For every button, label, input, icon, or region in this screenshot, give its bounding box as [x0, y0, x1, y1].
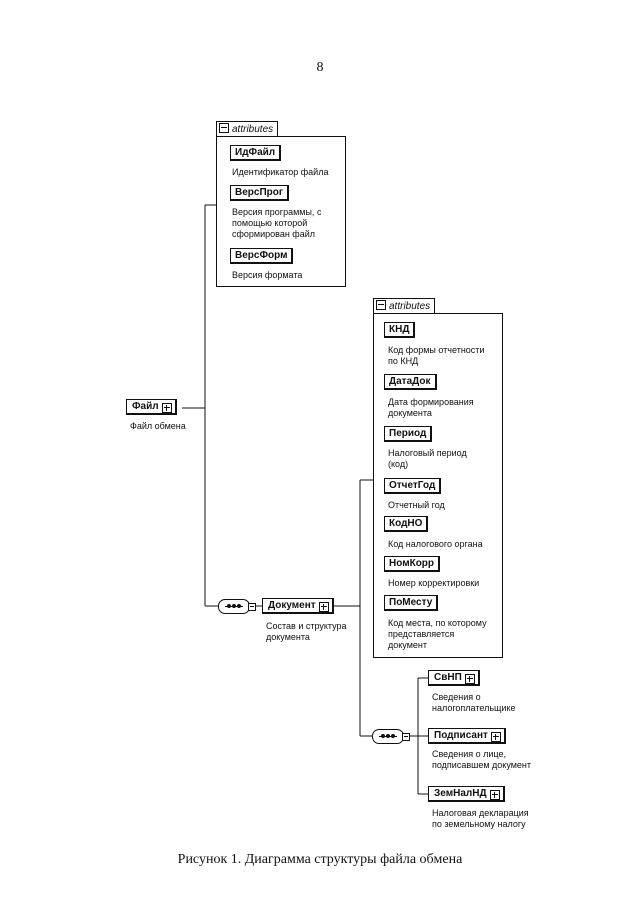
attr-pomestu-desc: Код места, по которому представляется до…: [388, 618, 487, 650]
document-attributes-tab[interactable]: attributes: [373, 298, 436, 313]
attr-versform[interactable]: ВерсФорм: [230, 248, 294, 264]
attr-pomestu[interactable]: ПоМесту: [384, 595, 439, 611]
expand-icon[interactable]: [490, 732, 501, 742]
attr-kodno-desc: Код налогового органа: [388, 539, 483, 549]
figure-caption: Рисунок 1. Диаграмма структуры файла обм…: [177, 852, 463, 867]
attr-knd[interactable]: КНД: [384, 322, 416, 338]
element-svnp[interactable]: СвНП: [428, 670, 480, 686]
attributes-label: attributes: [232, 124, 274, 135]
attr-versprog-desc: Версия программы, с помощью которой сфор…: [232, 207, 322, 239]
element-zemnalnd[interactable]: ЗемНалНД: [428, 786, 505, 802]
file-attributes-tab[interactable]: attributes: [216, 121, 279, 136]
document-attributes-box: КНД Код формы отчетности по КНД ДатаДок …: [373, 313, 503, 658]
page-number: 8: [316, 60, 324, 75]
attr-idfile[interactable]: ИдФайл: [230, 145, 282, 161]
element-svnp-desc: Сведения о налогоплательщике: [432, 692, 516, 713]
attr-otchetgod[interactable]: ОтчетГод: [384, 478, 442, 494]
element-file-desc: Файл обмена: [130, 421, 186, 431]
attr-period[interactable]: Период: [384, 426, 433, 442]
element-zemnalnd-desc: Налоговая декларация по земельному налог…: [432, 808, 529, 829]
attr-period-desc: Налоговый период (код): [388, 448, 467, 469]
sequence-compositor-icon[interactable]: [372, 729, 410, 744]
attr-idfile-desc: Идентификатор файла: [232, 167, 329, 177]
element-document-name: Документ: [268, 600, 316, 611]
attr-nomkorr[interactable]: НомКорр: [384, 556, 441, 572]
element-svnp-name: СвНП: [434, 672, 462, 683]
attr-nomkorr-desc: Номер корректировки: [388, 578, 480, 588]
element-document[interactable]: Документ: [262, 598, 334, 614]
sequence-compositor-icon[interactable]: [218, 599, 256, 614]
element-file[interactable]: Файл: [126, 399, 177, 415]
element-podpisant-desc: Сведения о лице, подписавшем документ: [432, 749, 532, 770]
attr-otchetgod-desc: Отчетный год: [388, 500, 445, 510]
expand-icon[interactable]: [464, 674, 475, 684]
attr-datadok[interactable]: ДатаДок: [384, 374, 437, 390]
collapse-icon[interactable]: [219, 123, 229, 133]
collapse-icon[interactable]: [376, 300, 386, 310]
expand-icon[interactable]: [318, 602, 329, 612]
element-document-desc: Состав и структура документа: [266, 621, 347, 642]
element-podpisant-name: Подписант: [434, 730, 488, 741]
element-file-name: Файл: [132, 401, 159, 412]
expand-icon[interactable]: [489, 790, 500, 800]
attr-knd-desc: Код формы отчетности по КНД: [388, 345, 485, 366]
attr-datadok-desc: Дата формирования документа: [388, 397, 474, 418]
element-podpisant[interactable]: Подписант: [428, 728, 506, 744]
expand-icon[interactable]: [161, 403, 172, 413]
attr-kodno[interactable]: КодНО: [384, 516, 429, 532]
attr-versform-desc: Версия формата: [232, 270, 303, 280]
attr-versprog[interactable]: ВерсПрог: [230, 185, 290, 201]
file-attributes-box: ИдФайл Идентификатор файла ВерсПрог Верс…: [216, 136, 346, 287]
element-zemnalnd-name: ЗемНалНД: [434, 788, 487, 799]
attributes-label: attributes: [389, 301, 431, 312]
